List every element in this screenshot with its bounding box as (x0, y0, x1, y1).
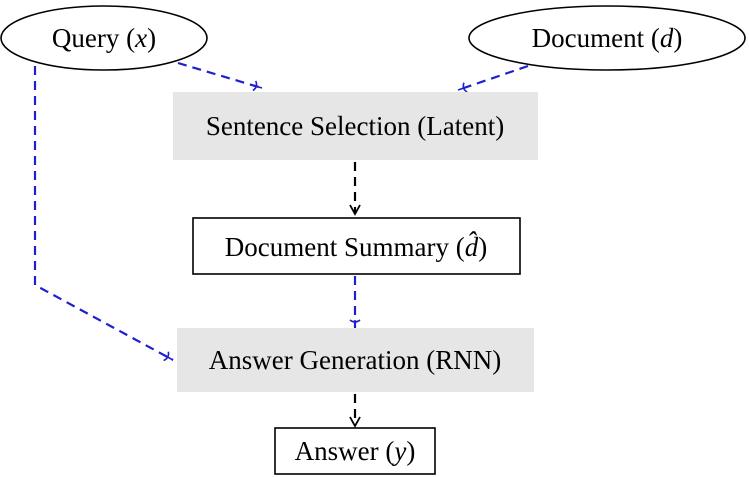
node-document: Document (d) (468, 5, 746, 71)
node-answer-label: Answer (295, 436, 386, 466)
svg-text:Document Summary (d̂): Document Summary (d̂) (225, 232, 487, 262)
node-sentence-selection-label: Sentence Selection (Latent) (206, 111, 504, 141)
node-document-var: d (660, 23, 674, 53)
edge-document-to-sentence-selection (457, 64, 529, 93)
node-document-summary-var: d̂ (465, 232, 479, 262)
node-query-label: Query (52, 23, 126, 53)
node-sentence-selection: Sentence Selection (Latent) (173, 92, 538, 160)
svg-text:Answer (y): Answer (y) (295, 436, 416, 466)
node-answer-generation-label: Answer Generation (RNN) (209, 345, 501, 375)
edge-query-to-answer-generation (33, 66, 174, 362)
node-document-summary: Document Summary (d̂) (192, 217, 521, 275)
node-query-var: x (134, 23, 147, 53)
svg-text:Query (x): Query (x) (52, 23, 156, 53)
node-query: Query (x) (0, 5, 208, 71)
node-document-label: Document (532, 23, 651, 53)
node-answer-generation: Answer Generation (RNN) (177, 328, 534, 392)
node-document-summary-label: Document Summary (225, 232, 456, 262)
node-answer-var: y (391, 436, 406, 466)
node-answer: Answer (y) (274, 427, 436, 475)
svg-text:Document (d): Document (d) (532, 23, 683, 53)
edge-query-to-sentence-selection (177, 61, 263, 92)
